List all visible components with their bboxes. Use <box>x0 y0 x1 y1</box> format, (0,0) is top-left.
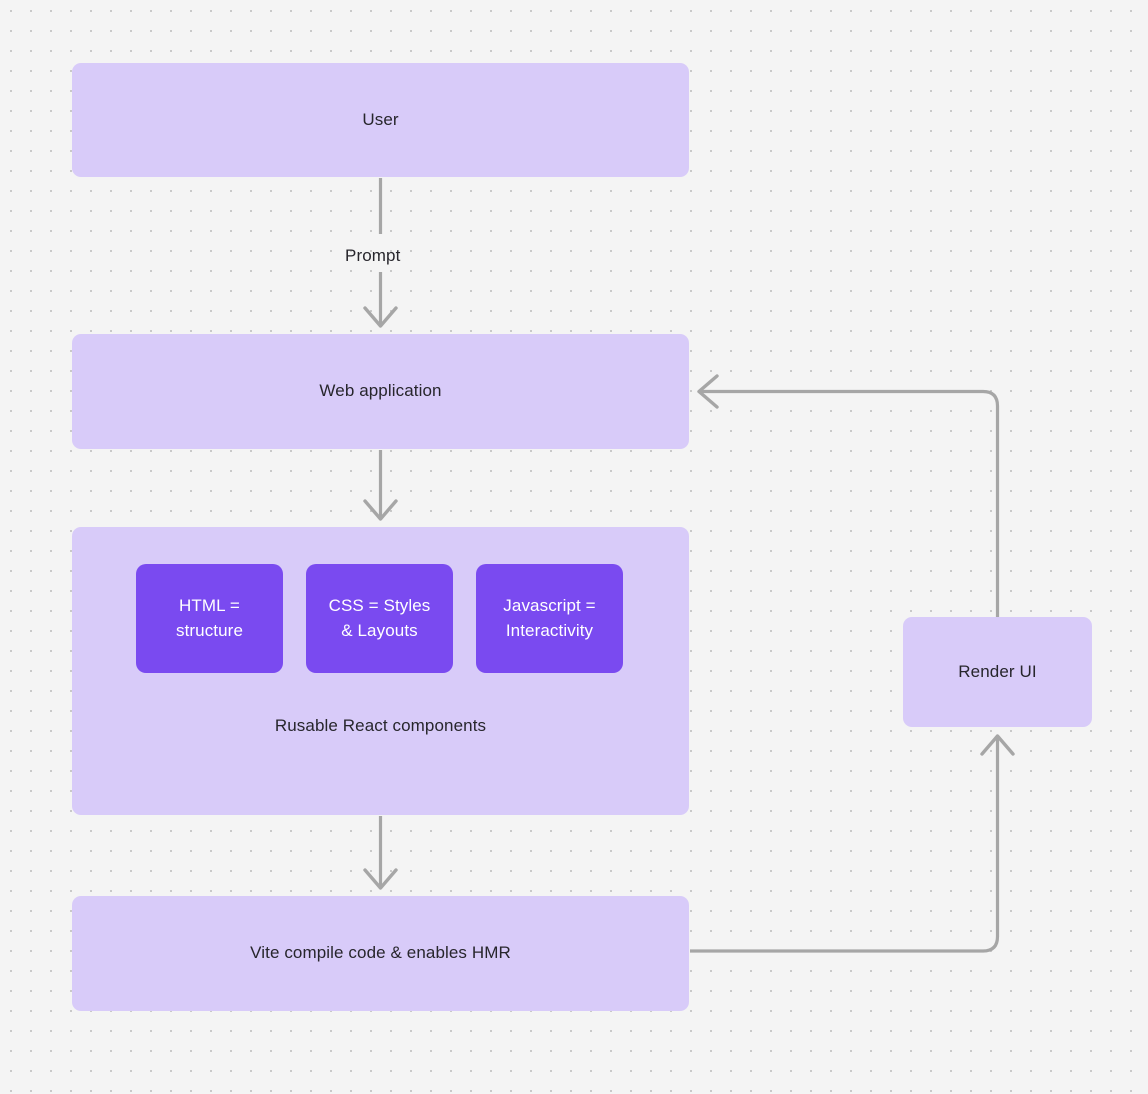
card-javascript-label: Javascript = Interactivity <box>503 594 595 642</box>
node-user[interactable]: User <box>72 63 689 177</box>
card-javascript-line2: Interactivity <box>505 620 594 640</box>
node-web-application[interactable]: Web application <box>72 334 689 449</box>
card-css-line2: & Layouts <box>341 620 418 640</box>
card-html[interactable]: HTML = structure <box>136 564 283 673</box>
node-web-application-label: Web application <box>319 381 442 401</box>
node-render-ui[interactable]: Render UI <box>903 617 1092 727</box>
card-html-label: HTML = structure <box>176 594 243 642</box>
edge-components-to-vite <box>363 816 398 890</box>
edge-label-prompt: Prompt <box>345 246 401 265</box>
node-render-ui-label: Render UI <box>958 661 1037 681</box>
edge-vite-to-render-ui <box>690 734 1015 953</box>
node-vite-label: Vite compile code & enables HMR <box>250 943 511 963</box>
card-css-label: CSS = Styles & Layouts <box>329 594 431 642</box>
node-user-label: User <box>362 109 399 129</box>
card-css[interactable]: CSS = Styles & Layouts <box>306 564 453 673</box>
edge-render-ui-to-web-app <box>697 374 1000 617</box>
card-css-line1: CSS = Styles <box>328 596 431 616</box>
card-javascript[interactable]: Javascript = Interactivity <box>476 564 623 673</box>
edge-user-to-web-app-lower <box>363 272 398 328</box>
node-vite[interactable]: Vite compile code & enables HMR <box>72 896 689 1011</box>
card-javascript-line1: Javascript = <box>503 596 596 616</box>
card-html-line2: structure <box>175 620 244 640</box>
node-react-components-caption: Rusable React components <box>274 716 487 735</box>
edge-web-app-to-components <box>363 450 398 521</box>
card-html-line1: HTML = <box>179 596 240 616</box>
